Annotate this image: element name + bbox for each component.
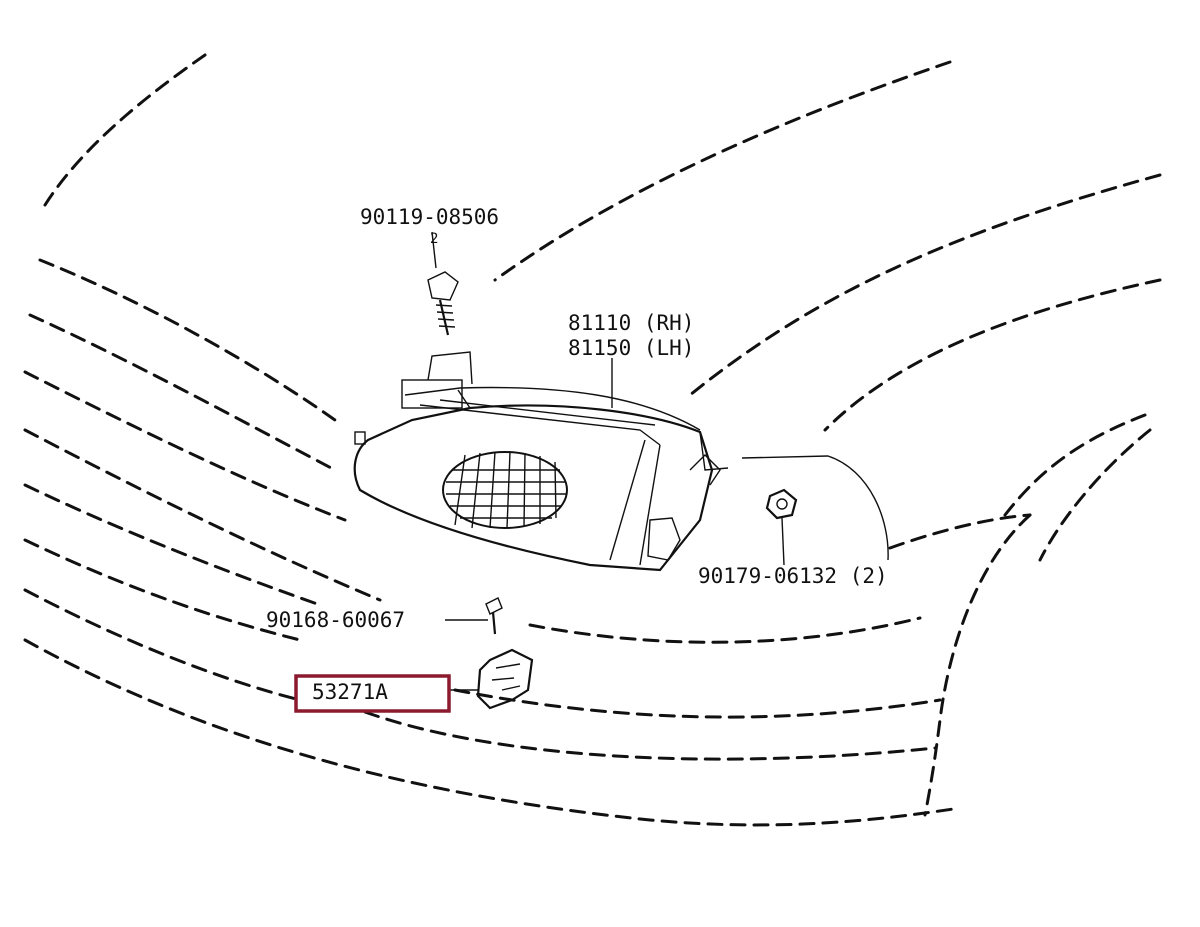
label-bolt-top: 90119-08506	[360, 205, 499, 229]
label-bracket: 53271A	[312, 680, 388, 704]
top-bolt-drawing	[427, 231, 459, 336]
bracket-drawing	[449, 648, 534, 710]
label-nut: 90179-06132 (2)	[698, 564, 888, 588]
body-contour-lines	[23, 53, 1162, 827]
label-bolt-top-qty: 2	[430, 231, 438, 247]
highlight-box-bracket	[294, 674, 451, 713]
screw-drawing	[445, 597, 503, 635]
lens-pattern	[442, 451, 568, 529]
nut-drawing	[741, 455, 889, 566]
label-headlamp-rh: 81110 (RH)	[568, 311, 694, 335]
headlamp-assembly-drawing	[353, 351, 729, 572]
label-headlamp-lh: 81150 (LH)	[568, 336, 694, 360]
label-screw: 90168-60067	[266, 608, 405, 632]
